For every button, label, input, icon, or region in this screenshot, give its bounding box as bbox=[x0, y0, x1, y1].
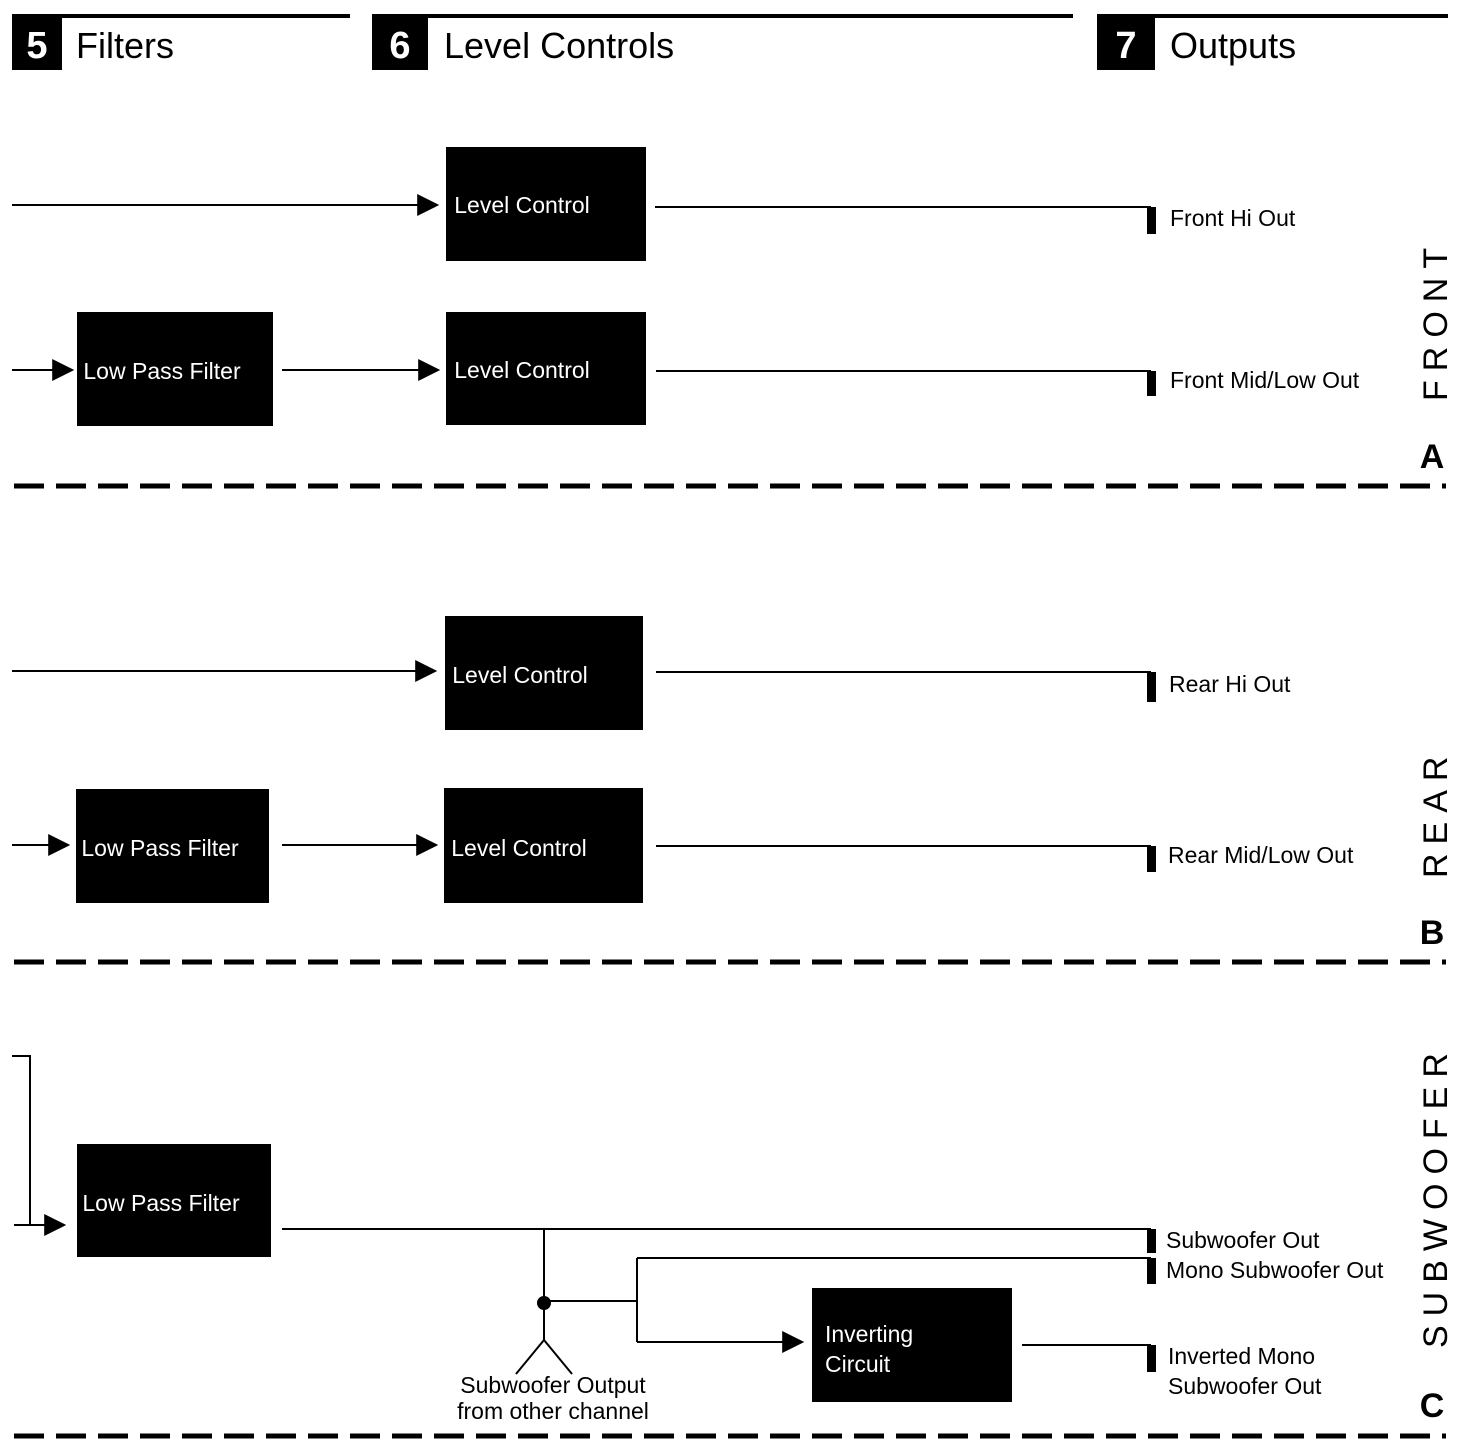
signal-line bbox=[12, 1055, 31, 1225]
section-letter-b: B bbox=[1420, 914, 1445, 952]
header-title: Outputs bbox=[1170, 25, 1296, 66]
output-label-inverted-mono: Inverted Mono bbox=[1168, 1343, 1315, 1369]
output-terminal bbox=[1147, 846, 1156, 872]
signal-line bbox=[1022, 1344, 1151, 1370]
output-terminal bbox=[1147, 1345, 1156, 1372]
output-label-subwoofer: Subwoofer Out bbox=[1166, 1227, 1320, 1253]
junction-node bbox=[537, 1296, 551, 1310]
section-label-front: FRONT bbox=[1417, 239, 1455, 401]
note-other-channel: Subwoofer Output bbox=[460, 1372, 646, 1398]
signal-line bbox=[656, 671, 1151, 700]
section-subwoofer: Low Pass Filter Subwoofer Out Subwoofer … bbox=[12, 1044, 1455, 1439]
block-label: Low Pass Filter bbox=[82, 1190, 240, 1216]
header-number-box bbox=[372, 18, 428, 70]
signal-line bbox=[656, 370, 1151, 394]
header-number: 5 bbox=[26, 25, 47, 67]
signal-line bbox=[515, 1339, 545, 1375]
inverting-circuit-block bbox=[812, 1288, 1012, 1402]
note-other-channel: from other channel bbox=[457, 1398, 649, 1424]
output-terminal bbox=[1147, 1229, 1156, 1253]
section-letter-c: C bbox=[1420, 1387, 1445, 1425]
header-number: 7 bbox=[1115, 25, 1136, 67]
output-label-front-hi: Front Hi Out bbox=[1170, 205, 1296, 231]
low-pass-filter-block bbox=[77, 312, 273, 426]
section-front: Level Control Front Hi Out Low Pass Filt… bbox=[12, 147, 1455, 489]
low-pass-filter-block bbox=[77, 1144, 271, 1257]
level-control-block bbox=[445, 616, 643, 730]
block-label: Low Pass Filter bbox=[83, 358, 241, 384]
block-label: Level Control bbox=[451, 835, 587, 861]
output-terminal bbox=[1147, 371, 1156, 396]
header-title: Level Controls bbox=[444, 25, 674, 66]
section-rear: Level Control Rear Hi Out Low Pass Filte… bbox=[12, 616, 1455, 965]
output-label-front-mid-low: Front Mid/Low Out bbox=[1170, 367, 1360, 393]
block-label: Level Control bbox=[454, 357, 590, 383]
block-label: Circuit bbox=[825, 1351, 891, 1377]
level-control-block bbox=[446, 312, 646, 425]
block-label: Level Control bbox=[452, 662, 588, 688]
section-label-subwoofer: SUBWOOFER bbox=[1417, 1044, 1455, 1348]
signal-line bbox=[656, 845, 1151, 870]
header-level-controls: 6 Level Controls bbox=[372, 14, 1073, 70]
level-control-block bbox=[446, 147, 646, 261]
section-letter-a: A bbox=[1420, 438, 1445, 476]
output-label-rear-hi: Rear Hi Out bbox=[1169, 671, 1291, 697]
section-label-rear: REAR bbox=[1417, 748, 1455, 878]
output-terminal bbox=[1147, 1258, 1156, 1284]
output-terminal bbox=[1147, 207, 1156, 234]
signal-line bbox=[282, 1228, 1151, 1252]
header-title: Filters bbox=[76, 25, 174, 66]
header-number: 6 bbox=[389, 25, 410, 67]
output-label-inverted-mono: Subwoofer Out bbox=[1168, 1373, 1322, 1399]
block-label: Level Control bbox=[454, 192, 590, 218]
output-terminal bbox=[1147, 672, 1156, 702]
signal-line bbox=[637, 1257, 1151, 1282]
header-number-box bbox=[1097, 18, 1155, 70]
signal-line bbox=[543, 1339, 573, 1375]
low-pass-filter-block bbox=[76, 789, 269, 903]
block-label: Low Pass Filter bbox=[81, 835, 239, 861]
header-number-box bbox=[12, 18, 62, 70]
output-label-mono-subwoofer: Mono Subwoofer Out bbox=[1166, 1257, 1384, 1283]
output-label-rear-mid-low: Rear Mid/Low Out bbox=[1168, 842, 1354, 868]
header-filters: 5 Filters bbox=[12, 14, 350, 70]
signal-line bbox=[655, 206, 1151, 232]
level-control-block bbox=[444, 788, 643, 903]
block-label: Inverting bbox=[825, 1321, 913, 1347]
header-outputs: 7 Outputs bbox=[1097, 14, 1448, 70]
